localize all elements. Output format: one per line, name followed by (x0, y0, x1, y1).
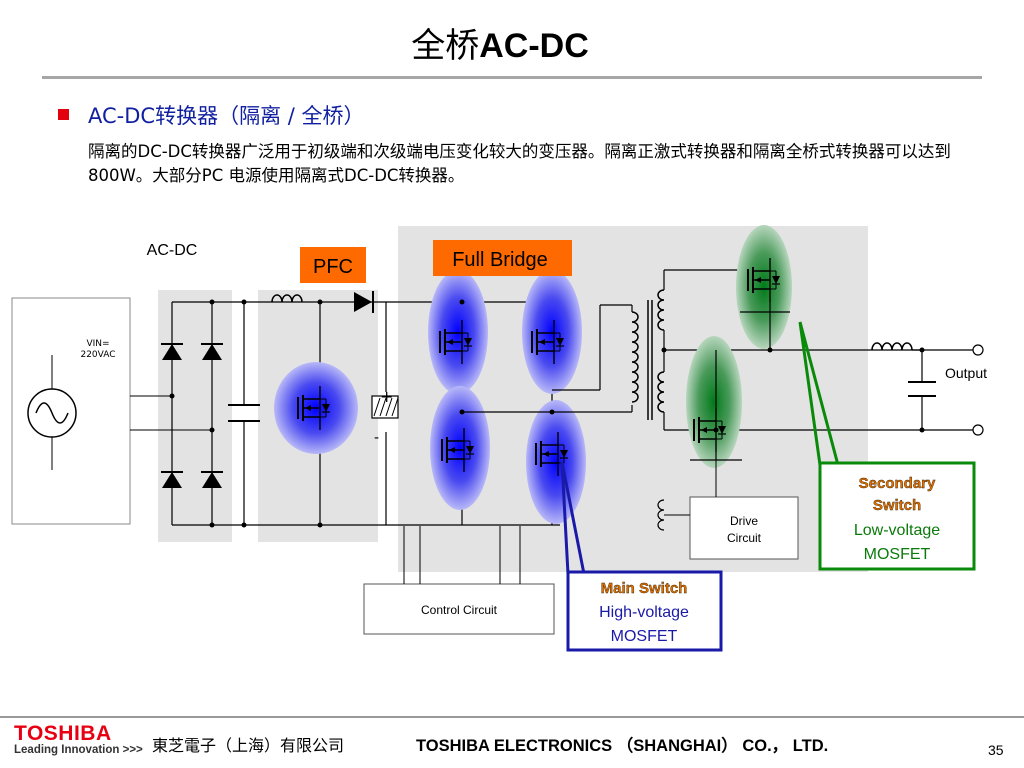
company-name-cn: 東芝電子（上海）有限公司 (152, 736, 345, 755)
cap-plus: + (380, 387, 393, 406)
drive-label-2: Circuit (727, 531, 762, 545)
logo-text: TOSHIBA (14, 722, 112, 745)
bridge-rectifier-panel (158, 290, 232, 542)
control-circuit-box (363, 583, 555, 635)
fb-mosfet-glow-2 (522, 270, 582, 394)
title-divider (42, 76, 982, 79)
full-bridge-label: Full Bridge (452, 249, 548, 271)
full-bridge-label-box (433, 240, 572, 276)
secondary-line3: Low-voltage (854, 522, 940, 539)
control-label: Control Circuit (421, 603, 498, 617)
fb-mosfet-glow-4 (526, 400, 586, 524)
secondary-line4: MOSFET (864, 546, 931, 563)
pfc-label-box (300, 247, 366, 283)
vin-label-2: 220VAC (80, 350, 115, 360)
page-title: 全桥AC-DC (0, 18, 1000, 67)
fb-mosfet-glow-1 (428, 270, 488, 394)
title-en: AC-DC (479, 27, 589, 65)
acdc-label: AC-DC (147, 242, 198, 259)
title-cn: 全桥 (411, 26, 480, 66)
secondary-line2: Switch (873, 497, 921, 514)
output-terminal-pos (972, 344, 984, 356)
output-terminal-neg (972, 424, 984, 436)
drive-label-1: Drive (730, 514, 758, 528)
toshiba-logo: TOSHIBA Leading Innovation >>> (14, 722, 143, 756)
secondary-line1: Secondary (859, 475, 936, 492)
secondary-switch-callout (818, 461, 976, 571)
main-switch-callout (566, 570, 723, 652)
drive-circuit-box (689, 496, 799, 560)
fb-mosfet-glow-3 (430, 386, 490, 510)
logo-slogan: Leading Innovation >>> (14, 744, 143, 756)
company-name-en: TOSHIBA ELECTRONICS （SHANGHAI） CO.， LTD. (416, 737, 829, 755)
description-paragraph: 隔离的DC-DC转换器广泛用于初级端和次级端电压变化较大的变压器。隔离正激式转换… (88, 142, 951, 185)
cap-minus: - (374, 430, 379, 446)
output-label: Output (945, 365, 987, 381)
footer-divider (0, 716, 1024, 718)
bullet-square-icon (58, 109, 69, 120)
vin-label-1: VIN= (86, 339, 109, 349)
pfc-label: PFC (313, 256, 353, 278)
bullet-heading: AC-DC转换器（隔离 / 全桥） (88, 104, 365, 128)
main-line2: High-voltage (599, 604, 689, 621)
main-line1: Main Switch (601, 580, 688, 597)
sr-mosfet-glow-1 (736, 225, 792, 349)
page-number: 35 (988, 742, 1004, 758)
sr-mosfet-glow-2 (686, 336, 742, 468)
main-line3: MOSFET (611, 628, 678, 645)
